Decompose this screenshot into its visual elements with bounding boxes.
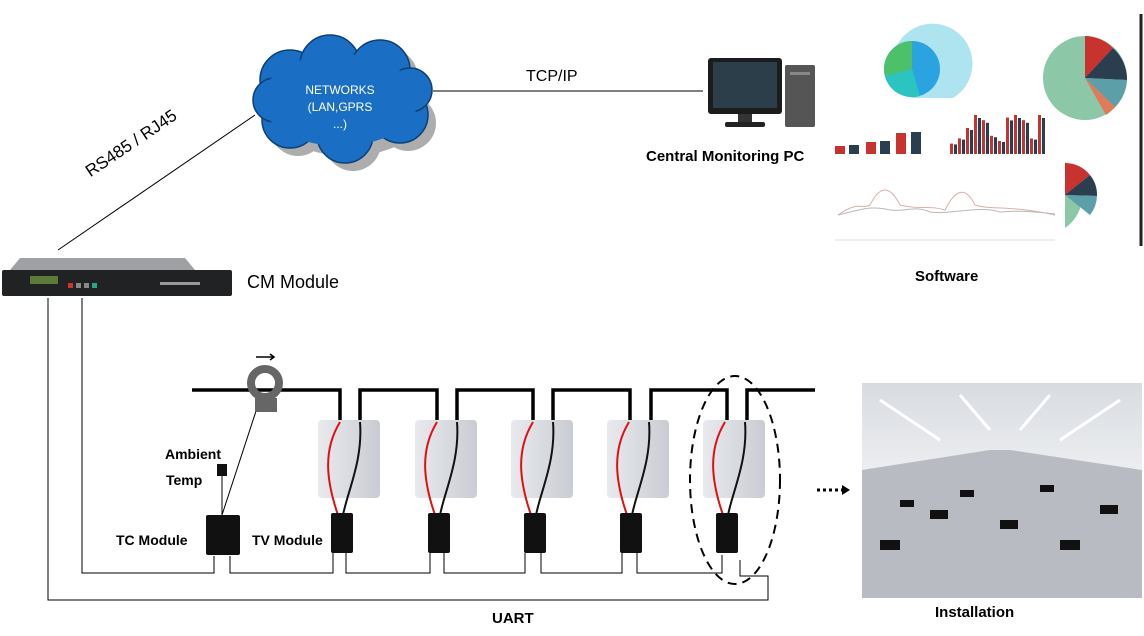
cm-module-label: CM Module bbox=[247, 272, 340, 292]
tv-module-device bbox=[428, 513, 450, 553]
tc-module-device bbox=[206, 515, 240, 555]
battery-cell bbox=[415, 420, 477, 516]
uart-wiring bbox=[47, 298, 769, 601]
tcpip-label: TCP/IP bbox=[526, 68, 578, 85]
battery-cell bbox=[607, 420, 669, 516]
computer-icon bbox=[708, 58, 815, 127]
rs485-link bbox=[57, 114, 256, 251]
temperature-sensor-icon bbox=[217, 464, 227, 476]
current-sensor-icon bbox=[247, 353, 283, 412]
battery-bus bbox=[192, 388, 815, 422]
tv-module-label: TV Module bbox=[252, 532, 323, 548]
installation-label: Installation bbox=[935, 604, 1015, 621]
tv-module-device bbox=[620, 513, 642, 553]
network-label-line2: (LAN,GPRS bbox=[307, 100, 373, 114]
battery-cell bbox=[318, 420, 380, 516]
network-cloud-label: NETWORKS (LAN,GPRS ...) bbox=[280, 82, 400, 133]
network-label-line1: NETWORKS bbox=[305, 83, 375, 97]
tc-module-label: TC Module bbox=[116, 532, 188, 548]
battery-cell bbox=[511, 420, 573, 516]
cm-module-device bbox=[2, 258, 232, 296]
highlight-ellipse bbox=[689, 375, 781, 585]
software-label: Software bbox=[915, 268, 979, 285]
battery-cell bbox=[703, 420, 765, 516]
network-cloud bbox=[252, 34, 436, 171]
tv-module-device bbox=[524, 513, 546, 553]
continuation-arrow bbox=[817, 485, 850, 495]
ambient-label: Ambient bbox=[165, 446, 221, 462]
temp-label: Temp bbox=[166, 472, 203, 488]
central-pc-label: Central Monitoring PC bbox=[646, 148, 805, 165]
tv-module-device bbox=[331, 513, 353, 553]
software-screenshot bbox=[825, 14, 1143, 246]
installation-photo bbox=[862, 383, 1142, 598]
network-label-line3: ...) bbox=[333, 117, 347, 131]
uart-label: UART bbox=[492, 610, 534, 627]
tv-module-device bbox=[716, 513, 738, 553]
